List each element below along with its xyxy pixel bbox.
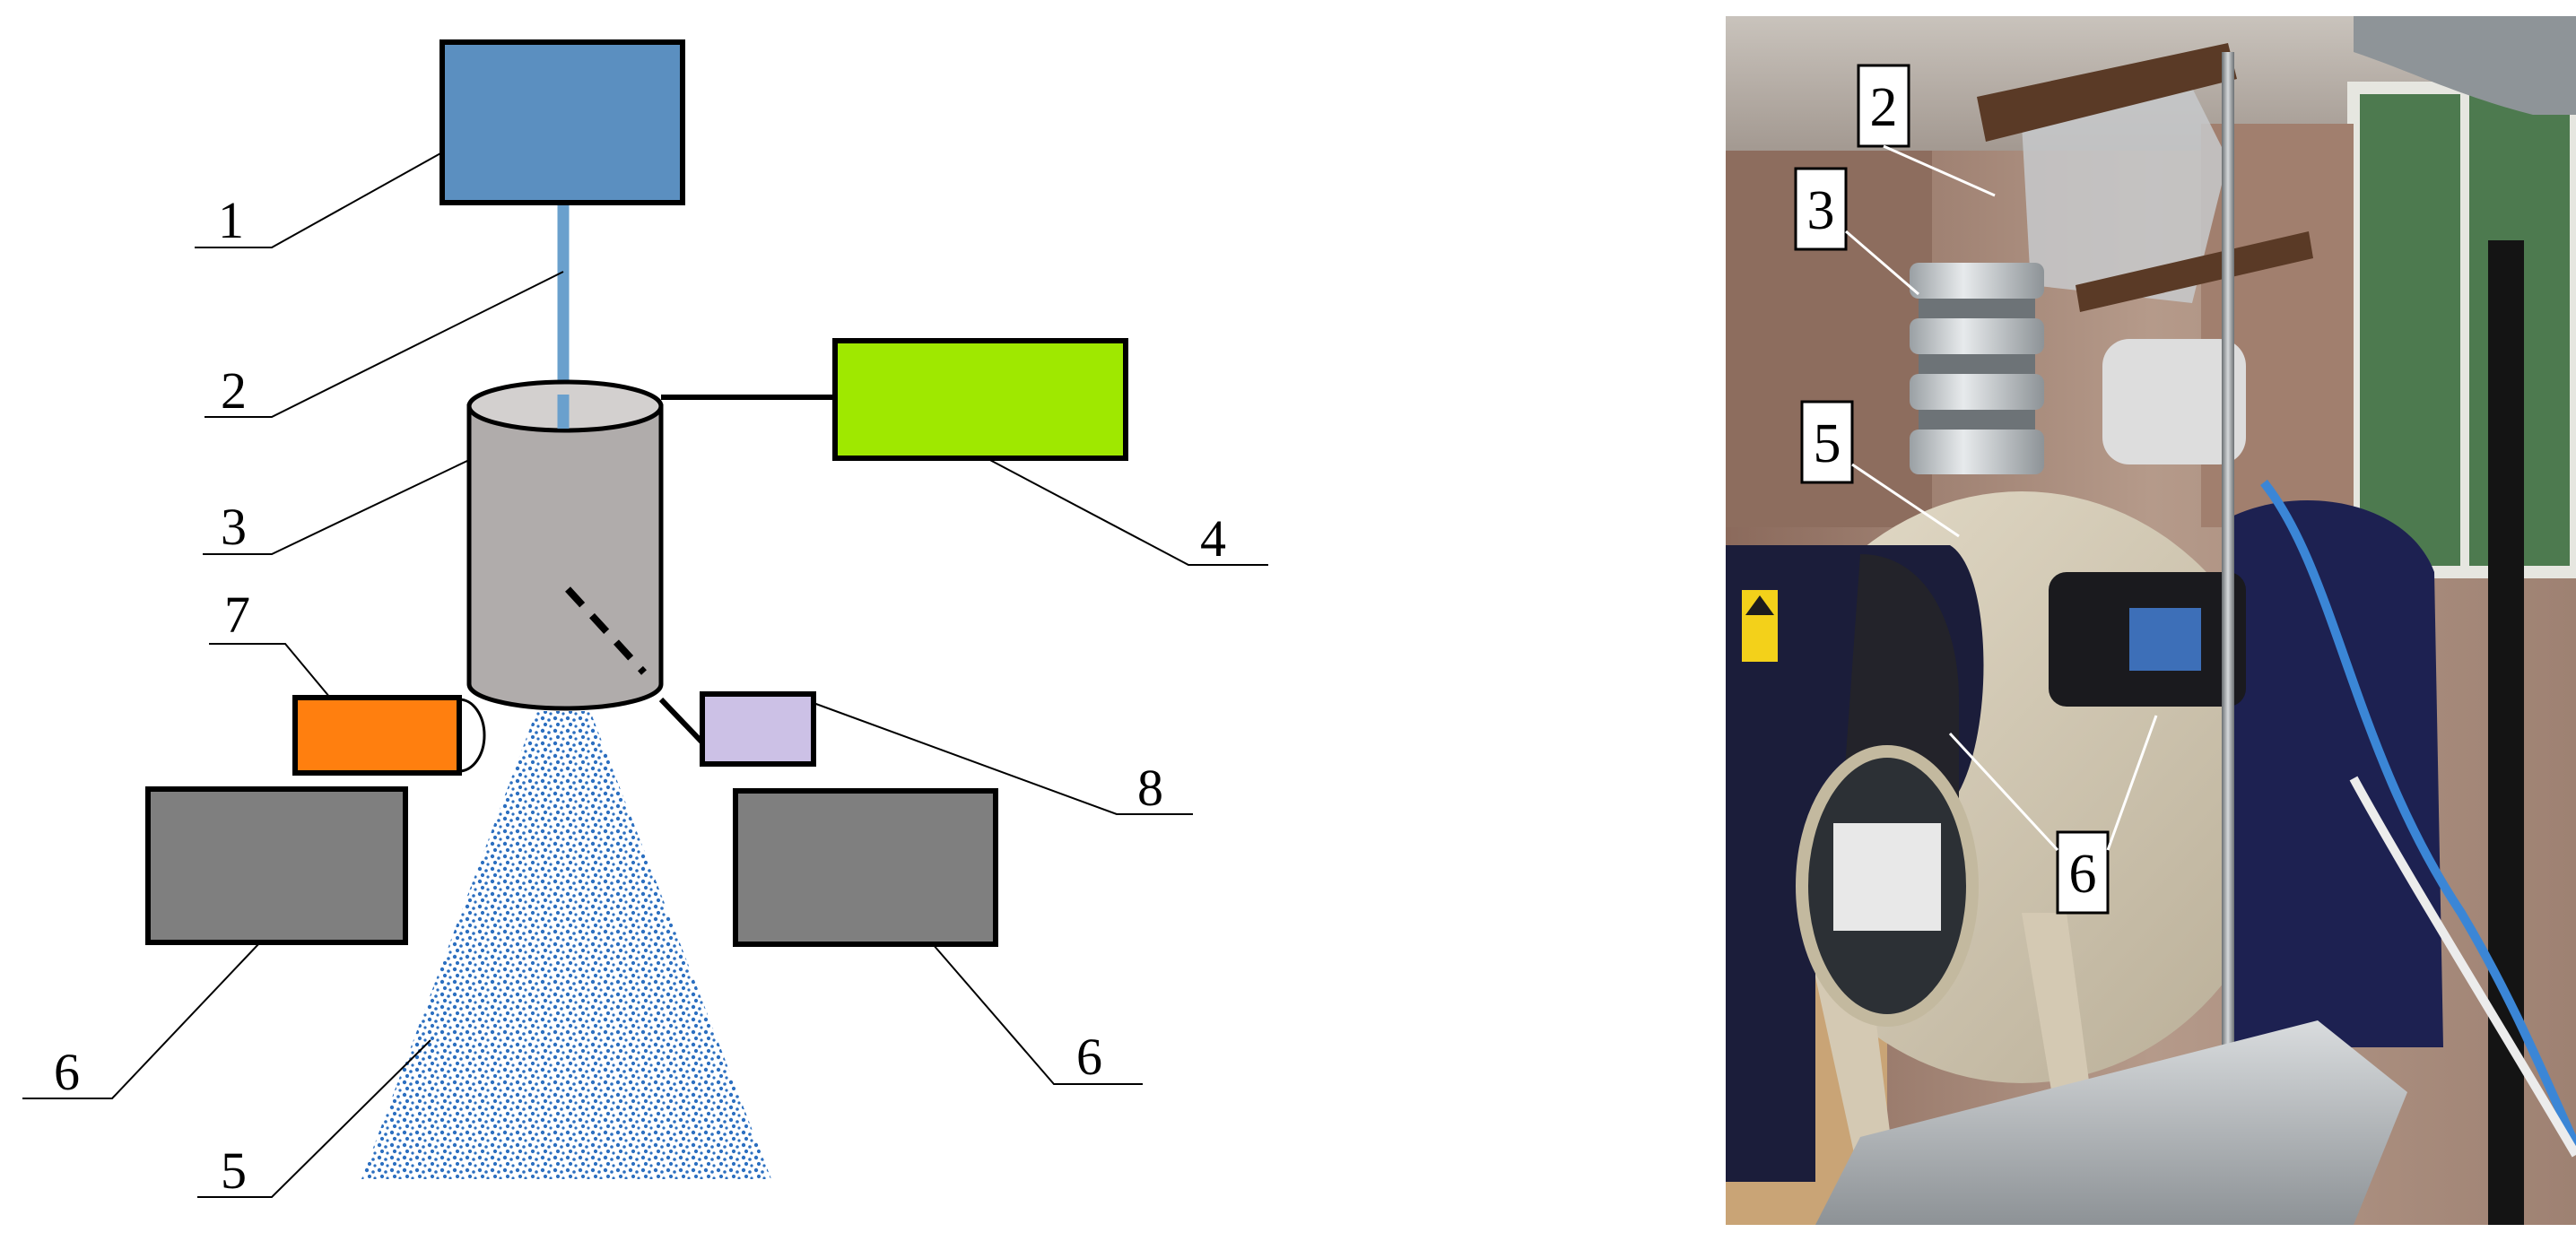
leader-4 bbox=[986, 457, 1268, 566]
camera-left bbox=[145, 786, 408, 945]
leader-5 bbox=[197, 1039, 431, 1198]
label-7: 7 bbox=[224, 586, 250, 644]
photo-label-3: 3 bbox=[1807, 180, 1835, 241]
setup-schematic: 1 2 3 4 5 6 6 7 8 bbox=[22, 39, 1268, 1200]
plastic-bag bbox=[2022, 88, 2228, 303]
photo-leader-lines bbox=[1845, 144, 2158, 852]
duct bbox=[2354, 16, 2576, 115]
label-8: 8 bbox=[1137, 759, 1163, 817]
atomizer-cylinder bbox=[466, 379, 664, 711]
photo-label-2: 2 bbox=[1870, 77, 1898, 138]
tray bbox=[1815, 1020, 2407, 1225]
leader-6-right bbox=[932, 943, 1143, 1085]
photo-label-5: 5 bbox=[1814, 413, 1841, 474]
photo-label-6: 6 bbox=[2069, 844, 2097, 905]
photo-labels bbox=[1794, 64, 2110, 915]
leader-7 bbox=[209, 643, 331, 699]
setup-photo: 2 3 5 6 bbox=[1726, 16, 2576, 1225]
cable bbox=[2260, 479, 2576, 1149]
leader-2 bbox=[205, 271, 564, 418]
label-2: 2 bbox=[221, 361, 247, 420]
reservoir-box bbox=[439, 39, 685, 205]
tripod bbox=[2488, 240, 2524, 1225]
perforated-holder bbox=[2102, 339, 2246, 464]
leader-6-left bbox=[22, 942, 261, 1099]
camera-right bbox=[733, 788, 998, 947]
light-source-lens bbox=[458, 698, 486, 773]
leader-3 bbox=[203, 459, 470, 555]
clamp-lower bbox=[2076, 231, 2313, 312]
label-4: 4 bbox=[1200, 509, 1226, 568]
stand-pole bbox=[2222, 52, 2234, 1225]
camera-right-photo bbox=[2228, 500, 2443, 1047]
label-3: 3 bbox=[221, 498, 247, 556]
laser-path-solid bbox=[658, 697, 705, 745]
leader-8 bbox=[813, 702, 1193, 815]
label-1: 1 bbox=[218, 191, 244, 249]
label-5: 5 bbox=[221, 1141, 247, 1200]
laser-path-dashed bbox=[565, 586, 647, 675]
light-source-box bbox=[292, 695, 462, 776]
leader-1 bbox=[195, 152, 443, 248]
spray-cone bbox=[361, 711, 771, 1179]
label-6-right: 6 bbox=[1076, 1028, 1102, 1086]
atomizer-stack bbox=[1910, 263, 2044, 474]
controller-box bbox=[832, 338, 1128, 461]
detector-box bbox=[700, 691, 816, 767]
label-6-left: 6 bbox=[54, 1043, 80, 1101]
leader-lines bbox=[22, 152, 1268, 1198]
chamber-stand bbox=[1797, 895, 2102, 1182]
clamp-upper bbox=[1977, 43, 2237, 142]
